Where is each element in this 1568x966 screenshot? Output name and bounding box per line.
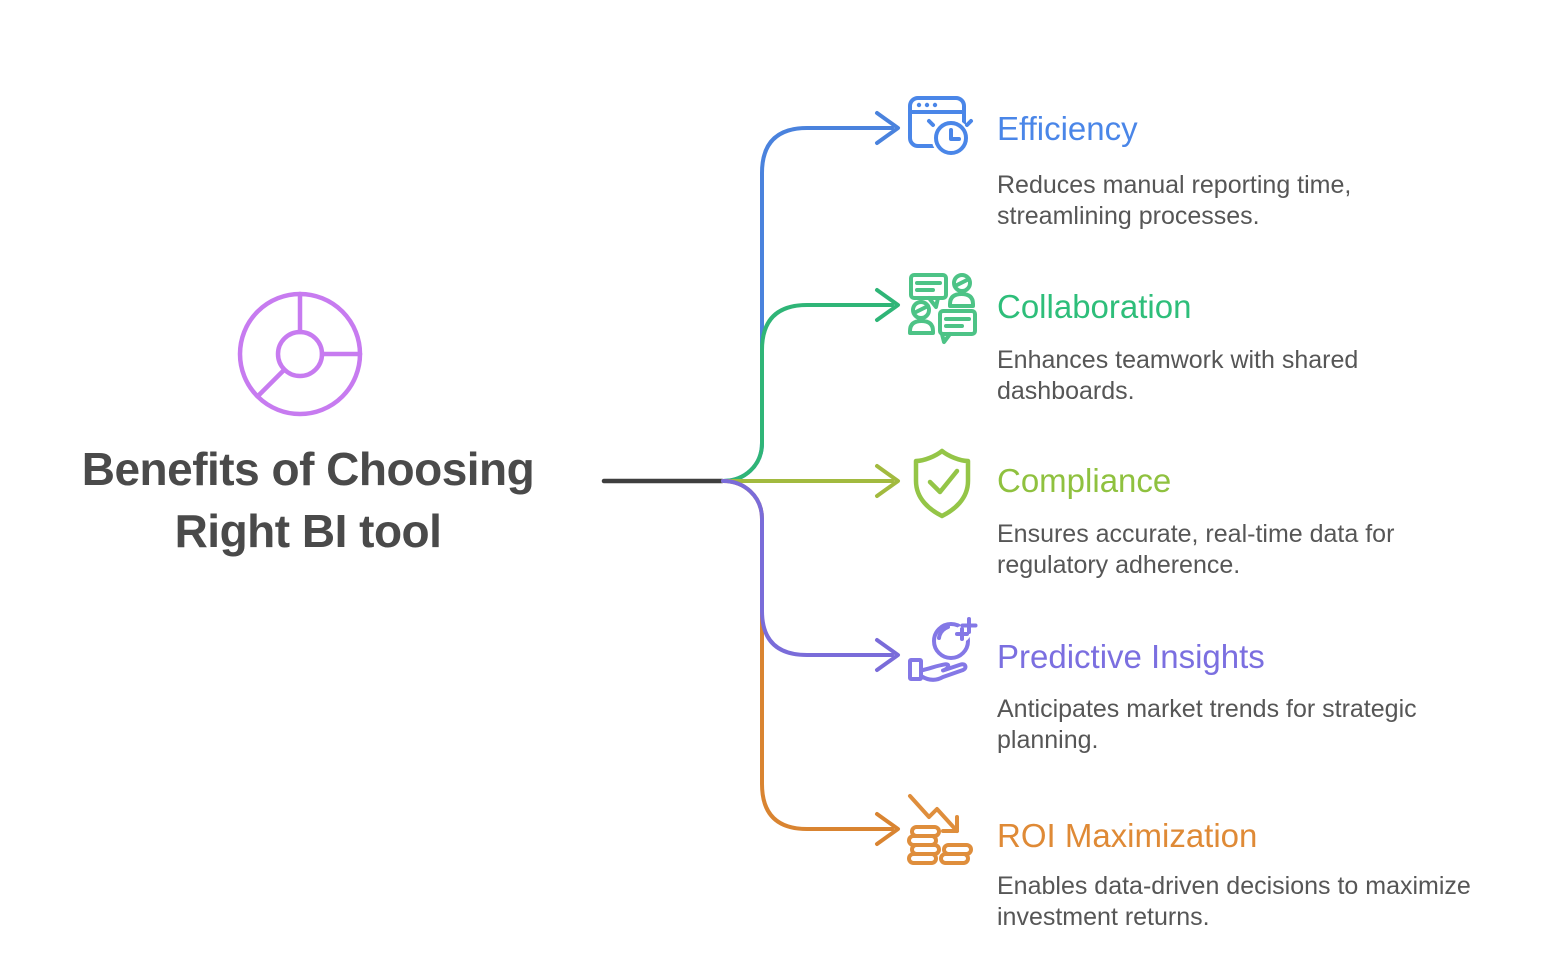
donut-chart-icon (234, 288, 366, 420)
item-desc-efficiency: Reduces manual reporting time, streamlin… (997, 170, 1351, 232)
desc-line: planning. (997, 726, 1099, 754)
arrowhead-efficiency (875, 111, 900, 145)
item-desc-roi-maximization: Enables data-driven decisions to maximiz… (997, 871, 1471, 933)
desc-line: Enhances teamwork with shared (997, 346, 1359, 374)
page-title: Benefits of Choosing Right BI tool (38, 438, 578, 562)
page-title-line-2: Right BI tool (174, 505, 442, 557)
page-title-line-1: Benefits of Choosing (81, 443, 535, 495)
item-title-compliance: Compliance (997, 462, 1172, 499)
desc-line: Enables data-driven decisions to maximiz… (997, 872, 1471, 900)
desc-line: Ensures accurate, real-time data for (997, 520, 1395, 548)
desc-line: streamlining processes. (997, 202, 1260, 230)
arrowhead-roi (875, 812, 900, 846)
item-desc-collaboration: Enhances teamwork with shared dashboards… (997, 345, 1358, 407)
hand-sparkle-icon (905, 615, 987, 690)
desc-line: regulatory adherence. (997, 551, 1241, 579)
item-desc-compliance: Ensures accurate, real-time data for reg… (997, 519, 1394, 581)
item-desc-predictive-insights: Anticipates market trends for strategic … (997, 694, 1417, 756)
desc-line: dashboards. (997, 377, 1135, 405)
browser-clock-icon (902, 88, 977, 163)
arrowhead-predictive (875, 638, 900, 672)
item-title-predictive-insights: Predictive Insights (997, 638, 1265, 675)
item-title-efficiency: Efficiency (997, 110, 1138, 147)
desc-line: investment returns. (997, 903, 1210, 931)
desc-line: Reduces manual reporting time, (997, 171, 1352, 199)
chat-people-icon (905, 268, 980, 346)
coins-arrow-icon (900, 790, 980, 868)
branch-collaboration-line (721, 303, 894, 483)
item-title-roi-maximization: ROI Maximization (997, 817, 1258, 854)
branch-predictive-line (721, 479, 894, 657)
item-title-collaboration: Collaboration (997, 288, 1192, 325)
arrowhead-compliance (875, 464, 900, 498)
shield-check-icon (908, 446, 976, 521)
arrowhead-collaboration (875, 288, 900, 322)
desc-line: Anticipates market trends for strategic (997, 695, 1417, 723)
